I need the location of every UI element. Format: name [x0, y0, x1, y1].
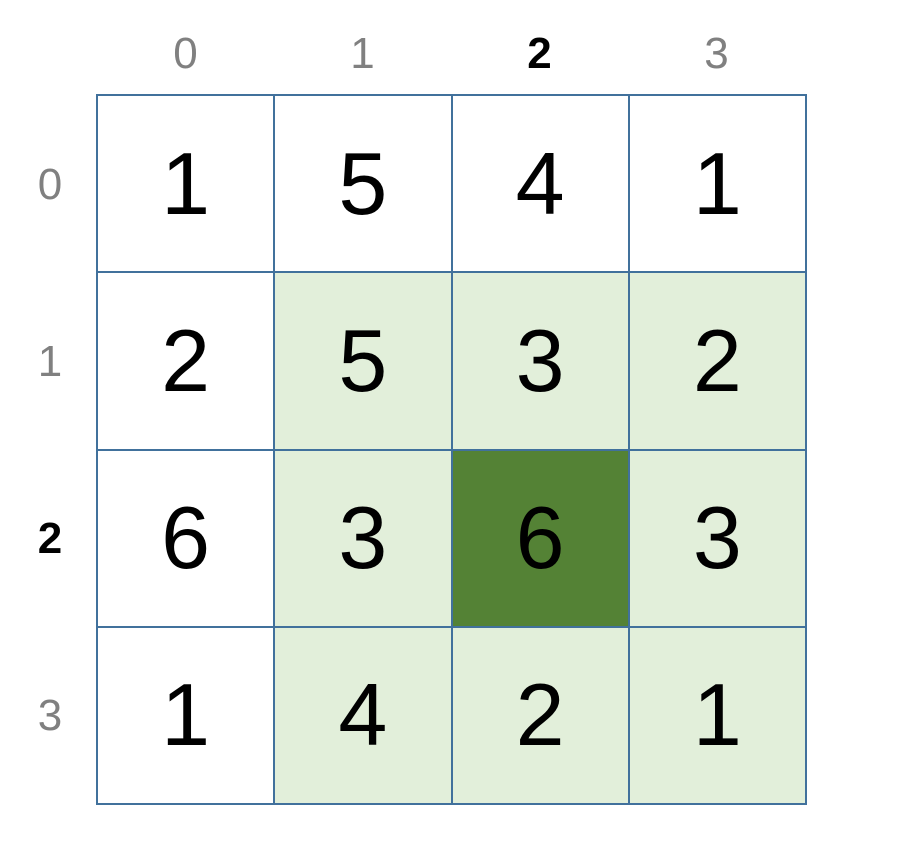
- matrix-cell: 5: [274, 272, 452, 450]
- matrix-cell: 2: [628, 272, 806, 450]
- row-label-0: 0: [37, 160, 63, 209]
- column-label-1: 1: [350, 29, 375, 78]
- matrix-cell: 1: [97, 95, 275, 273]
- row-label-1: 1: [37, 337, 63, 386]
- matrix-cell: 3: [274, 449, 452, 627]
- column-label-2: 2: [527, 29, 552, 78]
- column-label-0: 0: [173, 29, 198, 78]
- matrix-cell: 1: [628, 626, 806, 804]
- matrix-cell: 3: [451, 272, 629, 450]
- row-label-3: 3: [37, 691, 63, 740]
- column-label-3: 3: [704, 29, 729, 78]
- matrix-cell: 4: [451, 95, 629, 273]
- matrix-cell: 5: [274, 95, 452, 273]
- matrix-cell: 2: [451, 626, 629, 804]
- matrix-cell: 2: [97, 272, 275, 450]
- matrix-cell: 4: [274, 626, 452, 804]
- matrix-cell: 1: [97, 626, 275, 804]
- matrix-cell: 3: [628, 449, 806, 627]
- row-label-2: 2: [37, 514, 63, 563]
- matrix-cell: 6: [97, 449, 275, 627]
- matrix-cell: 1: [628, 95, 806, 273]
- selected-cell: 6: [451, 449, 629, 627]
